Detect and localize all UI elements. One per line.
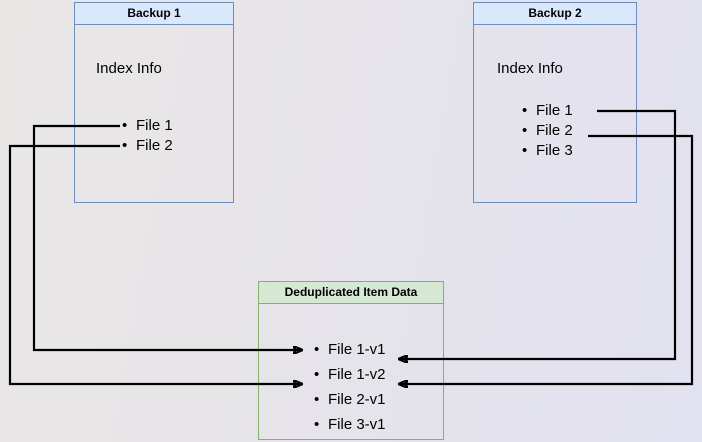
list-item: File 2 [122,136,173,156]
deduplicated-item-data-header: Deduplicated Item Data [259,282,443,304]
list-item: File 1 [522,101,573,121]
backup-1-file-list: File 1 File 2 [120,116,173,156]
list-item: File 2 [522,121,573,141]
list-item: File 3 [522,141,573,161]
list-item: File 3-v1 [314,412,385,437]
list-item: File 1-v2 [314,362,385,387]
backup-1-box[interactable]: Backup 1 [74,2,234,203]
list-item: File 1-v1 [314,337,385,362]
backup-2-header: Backup 2 [474,3,636,25]
deduplicated-item-data-file-list: File 1-v1 File 1-v2 File 2-v1 File 3-v1 [312,337,385,437]
backup-1-index-info-label: Index Info [96,60,162,77]
backup-1-header: Backup 1 [75,3,233,25]
list-item: File 1 [122,116,173,136]
backup-2-index-info-label: Index Info [497,60,563,77]
backup-2-file-list: File 1 File 2 File 3 [520,101,573,161]
list-item: File 2-v1 [314,387,385,412]
